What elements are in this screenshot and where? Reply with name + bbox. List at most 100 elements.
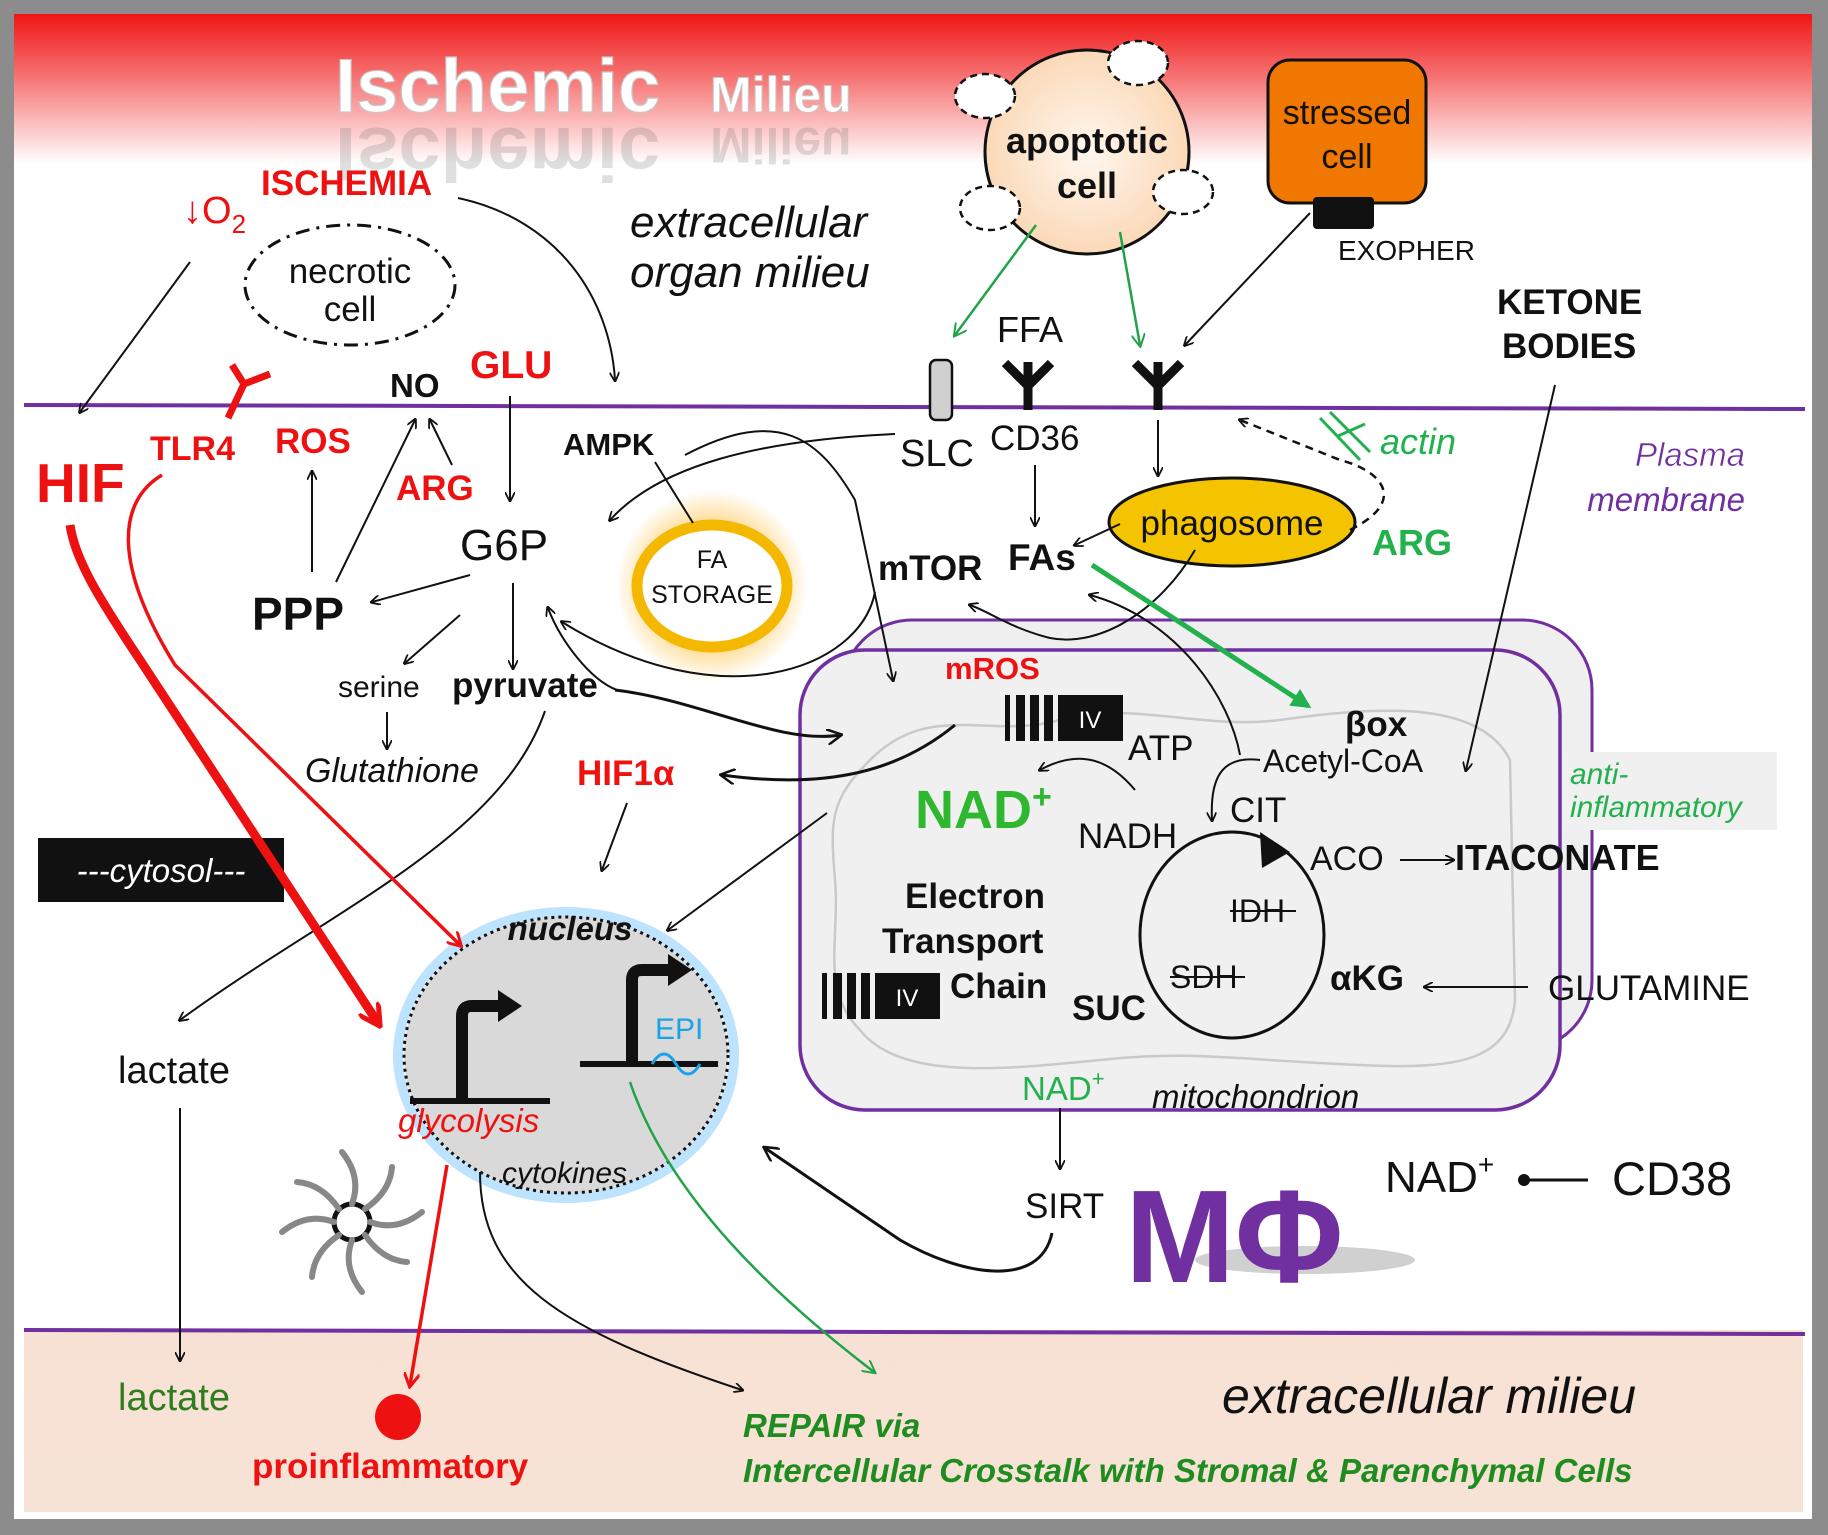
arrow-arg-to-no xyxy=(430,420,453,466)
fa-storage-label-1: FA xyxy=(697,546,728,574)
complex-iv-icon-top: IV xyxy=(1005,695,1123,741)
nucleus-label: nucleus xyxy=(508,910,633,947)
arrow-g6p-to-serine xyxy=(405,614,461,663)
title-main: Ischemic xyxy=(335,44,660,129)
suc-label: SUC xyxy=(1072,989,1146,1028)
arrow-ppp-to-no xyxy=(335,420,415,583)
fas-label: FAs xyxy=(1008,537,1076,578)
arrow-phagosome-to-fas xyxy=(1075,523,1121,545)
mtor-label: mTOR xyxy=(878,549,982,588)
glutathione-label: Glutathione xyxy=(305,752,479,790)
extracellular-organ-label-1: extracellular xyxy=(630,198,870,247)
repair-label-1: REPAIR via xyxy=(743,1407,920,1444)
arrow-mito-to-nucleus xyxy=(668,812,828,930)
arrow-tlr4-to-nucleus xyxy=(126,473,460,945)
glutamine-label: GLUTAMINE xyxy=(1548,969,1750,1008)
mros-label: mROS xyxy=(945,651,1040,686)
g6p-label: G6P xyxy=(460,521,548,570)
stressed-label-2: cell xyxy=(1321,138,1372,176)
arrow-epi-to-repair xyxy=(628,1081,874,1372)
ros-label: ROS xyxy=(275,422,351,461)
tlr4-receptor xyxy=(224,363,272,420)
necrotic-label-2: cell xyxy=(324,290,377,329)
fa-storage-droplet: FA STORAGE xyxy=(616,490,808,682)
arrow-ampk-to-mito xyxy=(684,430,893,680)
plasma-membrane-top xyxy=(23,403,1806,411)
sirt-label: SIRT xyxy=(1025,1187,1104,1226)
ischemic-header-band xyxy=(14,14,1812,164)
cit-label: CIT xyxy=(1230,791,1286,830)
nad-mito-label: NAD+ xyxy=(1022,1066,1105,1107)
arrow-phagosome-to-mtor xyxy=(970,549,1196,641)
title-reflection: Ischemic Milieu xyxy=(335,111,852,196)
fa-storage-label-2: STORAGE xyxy=(651,581,773,609)
o2-label: ↓O2 xyxy=(183,190,246,239)
arrow-arg-to-actin-dashed xyxy=(1240,420,1386,532)
mphi-shadow xyxy=(1195,1246,1415,1274)
plasma-membrane-label-2: membrane xyxy=(1587,481,1745,518)
glycolysis-gene-promoter-icon xyxy=(410,990,550,1104)
arrows-red xyxy=(65,473,460,1385)
glycolysis-label: glycolysis xyxy=(398,1102,539,1139)
anti-inflammatory-label-2: inflammatory xyxy=(1570,791,1744,824)
anti-inflammatory-label-1: anti- xyxy=(1570,758,1628,791)
acetyl-coa-label: Acetyl-CoA xyxy=(1263,743,1424,779)
nadh-label: NADH xyxy=(1078,817,1177,856)
arg-right-label: ARG xyxy=(1372,522,1452,563)
beta-ox-label: βox xyxy=(1345,705,1408,744)
epi-label: EPI xyxy=(655,1013,703,1046)
arrow-cytokines-to-repair xyxy=(479,1171,742,1390)
apoptotic-label-1: apoptotic xyxy=(1006,120,1168,161)
stressed-label-1: stressed xyxy=(1283,94,1412,132)
itaconate-label: ITACONATE xyxy=(1455,837,1660,878)
arrow-fas-to-beta-ox xyxy=(1090,562,1312,709)
arrow-acetylcoa-to-fas xyxy=(1090,595,1241,756)
hif1a-label: HIF1α xyxy=(577,754,675,793)
autophagy-spiral-icon xyxy=(279,1149,425,1295)
arrow-mtor-to-g6p xyxy=(562,591,876,678)
lactate-cytosol-label: lactate xyxy=(118,1050,230,1092)
stressed-cell: stressed cell xyxy=(1266,58,1428,229)
cytokines-label: cytokines xyxy=(502,1157,627,1190)
arrow-acetylcoa-to-cit xyxy=(1212,758,1261,820)
plasma-membrane-label-1: Plasma xyxy=(1635,436,1745,473)
etc-label-1: Electron xyxy=(905,877,1045,916)
etc-label-3: Chain xyxy=(950,967,1047,1006)
arrow-hif1a-to-nucleus xyxy=(602,802,628,870)
apoptotic-cell: apoptotic cell xyxy=(953,39,1215,256)
ketone-label-1: KETONE xyxy=(1497,283,1642,322)
arrow-ischemia-to-ampk xyxy=(457,197,615,380)
svg-text:Milieu: Milieu xyxy=(710,117,852,173)
no-label: NO xyxy=(390,367,440,404)
necrotic-cell xyxy=(243,223,457,347)
akg-label: αKG xyxy=(1330,959,1404,998)
glu-label: GLU xyxy=(470,344,552,387)
arrow-g6p-to-ppp xyxy=(372,574,471,602)
arrow-pyruvate-to-g6p xyxy=(548,608,618,691)
proinflammatory-output-dot xyxy=(375,1394,421,1440)
aco-label: ACO xyxy=(1310,840,1384,878)
slc-label: SLC xyxy=(900,433,974,475)
slc-transporter xyxy=(928,358,954,422)
arrow-pyruvate-to-mito xyxy=(614,688,840,736)
lactate-extracellular-label: lactate xyxy=(118,1377,230,1419)
phagosome xyxy=(1107,476,1357,568)
phagosome-label: phagosome xyxy=(1141,504,1324,543)
cd38-label: CD38 xyxy=(1612,1152,1732,1205)
exopher-body xyxy=(1313,197,1374,229)
cytosol-box xyxy=(38,838,284,902)
arrow-exopher-to-receptor xyxy=(1185,212,1311,345)
arg-left-label: ARG xyxy=(396,469,474,508)
arrow-nadh-to-atp xyxy=(1040,757,1136,791)
etc-label-2: Transport xyxy=(882,922,1044,961)
svg-text:IV: IV xyxy=(896,985,919,1012)
pyruvate-label: pyruvate xyxy=(452,666,598,705)
necrotic-label-1: necrotic xyxy=(289,252,412,291)
tca-direction-arrowhead xyxy=(1260,832,1290,868)
extracellular-milieu-label: extracellular milieu xyxy=(1222,1368,1636,1424)
actin-filaments-icon xyxy=(1318,410,1372,462)
tlr4-label: TLR4 xyxy=(150,430,235,468)
epi-gene-promoter-icon xyxy=(580,954,718,1076)
svg-text:Ischemic: Ischemic xyxy=(335,111,660,196)
